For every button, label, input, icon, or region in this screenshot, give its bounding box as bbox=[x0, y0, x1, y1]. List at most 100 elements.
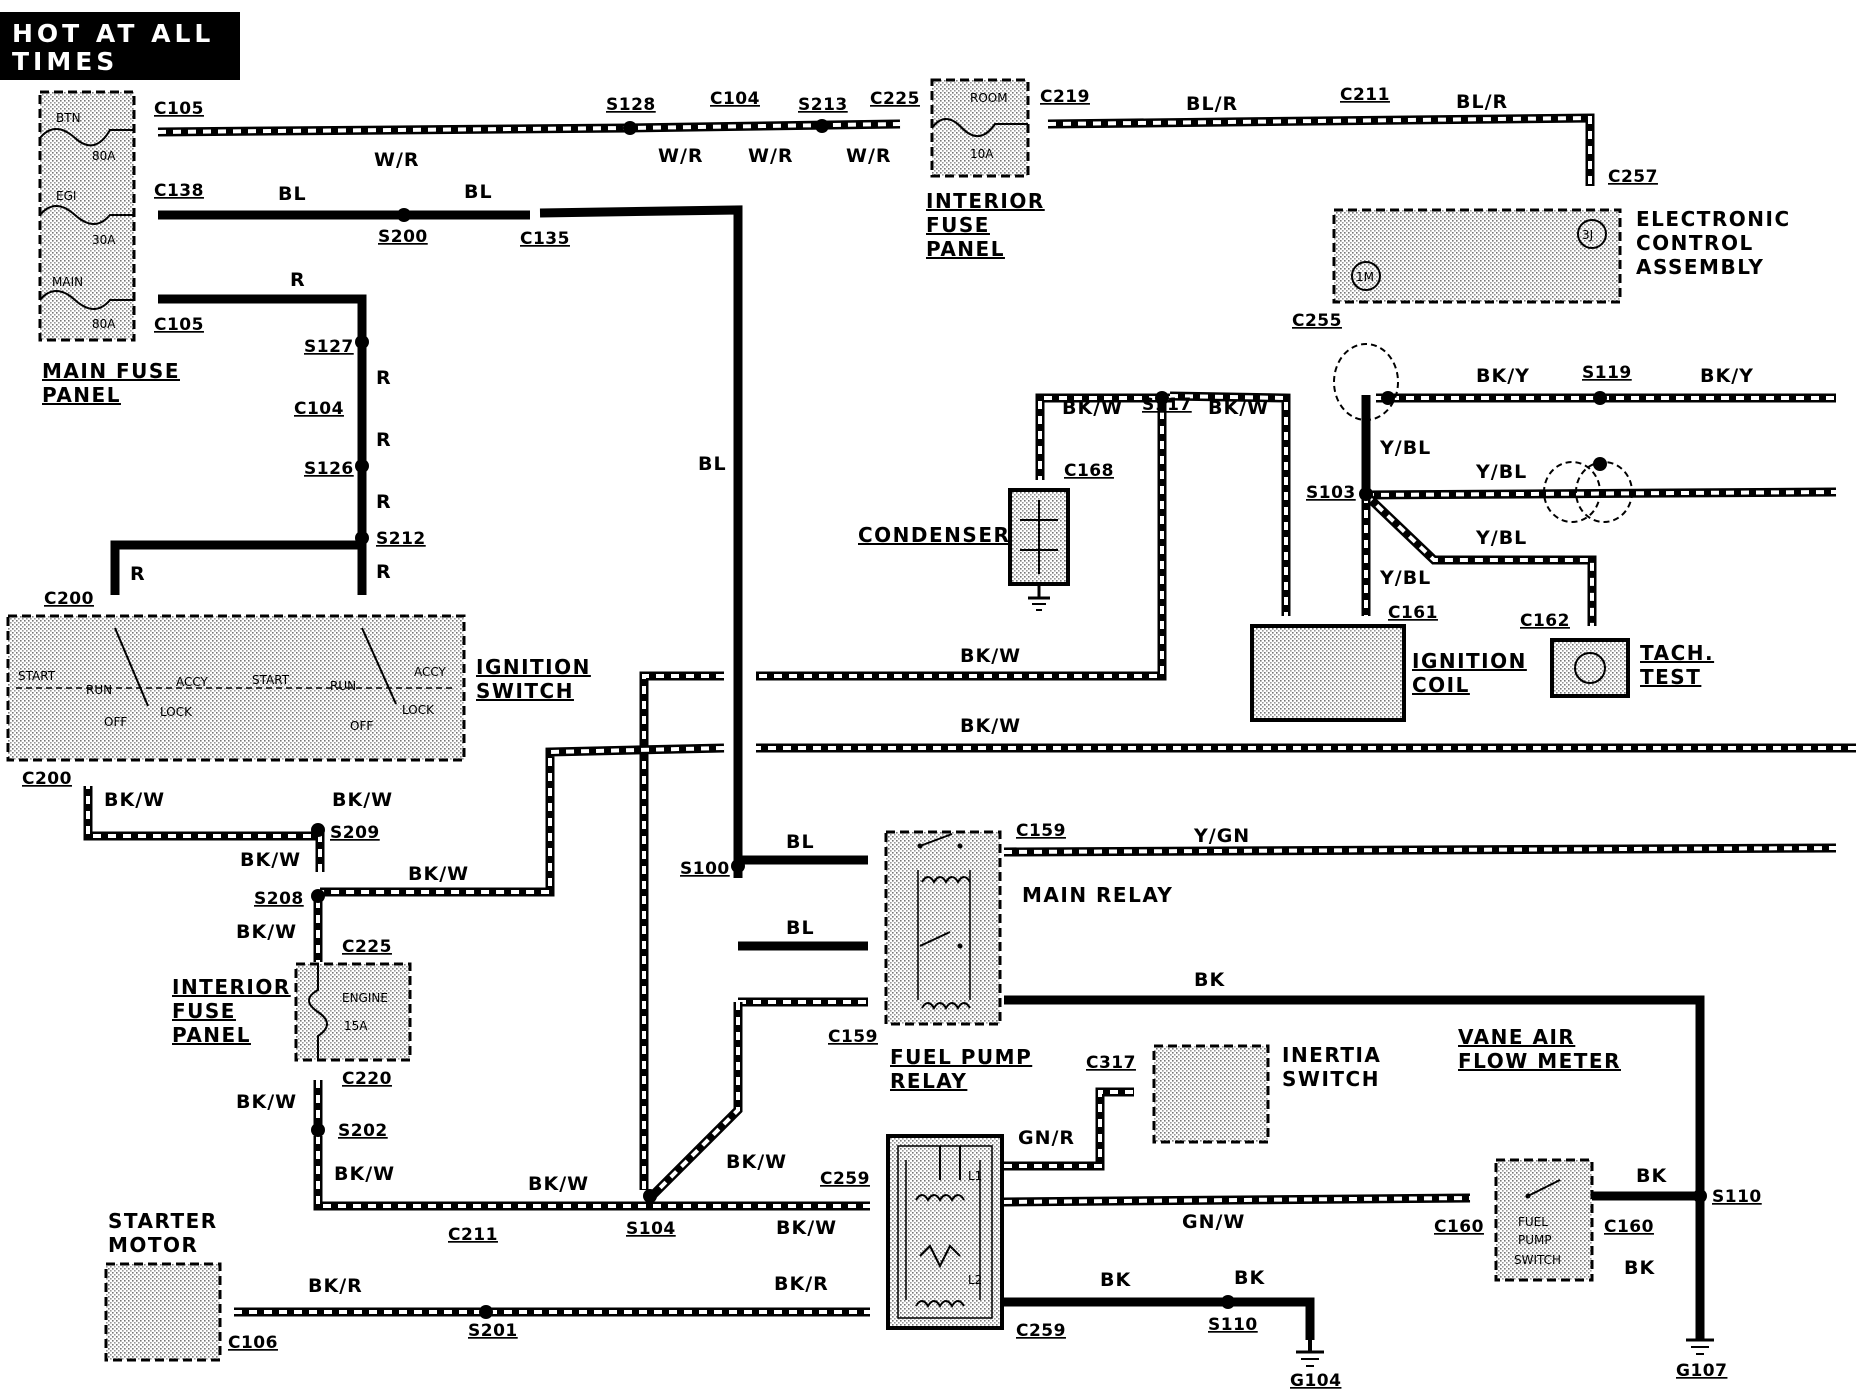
interior-fuse-top-label-3: PANEL bbox=[926, 237, 1005, 261]
inertia-switch-label-2: SWITCH bbox=[1282, 1067, 1380, 1091]
wire-r5: R bbox=[130, 563, 146, 585]
interior-fuse-top-label-1: INTERIOR bbox=[926, 189, 1045, 213]
wire-ybl2: Y/BL bbox=[1475, 461, 1527, 483]
ign-lock-2: LOCK bbox=[402, 703, 435, 717]
conn-g104: G104 bbox=[1290, 1371, 1341, 1391]
interior-fuse-bottom-label-3: PANEL bbox=[172, 1023, 251, 1047]
title-line-1: HOT AT ALL bbox=[12, 19, 214, 48]
fuse-btn-rating: 80A bbox=[92, 149, 116, 163]
wire-bk5: BK bbox=[1234, 1267, 1265, 1289]
connector-labels: C105 C138 C105 S128 C104 S213 C225 C219 … bbox=[22, 85, 1761, 1391]
conn-s126: S126 bbox=[304, 459, 354, 479]
splice-dot-10 bbox=[1593, 457, 1607, 471]
wire-bkw9: BK/W bbox=[236, 921, 297, 943]
interior-fuse-panel-top: ROOM 10A INTERIOR FUSE PANEL bbox=[926, 78, 1045, 261]
conn-s104: S104 bbox=[626, 1219, 676, 1239]
splice-dot-6 bbox=[1155, 391, 1169, 405]
ign-start-2: START bbox=[252, 673, 290, 687]
splice-dot-1 bbox=[815, 119, 829, 133]
conn-s100: S100 bbox=[680, 859, 730, 879]
fuse-main-label: MAIN bbox=[52, 275, 83, 289]
starter-motor-label-1: STARTER bbox=[108, 1209, 218, 1233]
conn-c104b: C104 bbox=[294, 399, 344, 419]
conn-c159b: C159 bbox=[828, 1027, 878, 1047]
main-relay: MAIN RELAY FUEL PUMP RELAY bbox=[884, 830, 1172, 1093]
wire-r2: R bbox=[376, 367, 392, 389]
striped-wire-overlay-19 bbox=[1004, 1090, 1134, 1168]
conn-c257: C257 bbox=[1608, 167, 1658, 187]
eca-label-3: ASSEMBLY bbox=[1636, 255, 1764, 279]
fuel-pump-switch-label-2: PUMP bbox=[1518, 1233, 1552, 1247]
conn-c104a: C104 bbox=[710, 89, 760, 109]
ignition-switch-label-1: IGNITION bbox=[476, 655, 591, 679]
fuel-pump-switch-label-3: SWITCH bbox=[1514, 1253, 1561, 1267]
fuel-pump-relay-label-2: RELAY bbox=[890, 1069, 967, 1093]
striped-wire-overlay-8 bbox=[86, 786, 322, 872]
ign-start-1: START bbox=[18, 669, 56, 683]
fuse-engine-label: ENGINE bbox=[342, 991, 388, 1005]
fuse-egi-rating: 30A bbox=[92, 233, 116, 247]
ign-run-1: RUN bbox=[86, 683, 112, 697]
wire-bky1: BK/Y bbox=[1476, 365, 1530, 387]
striped-wire-overlay-20 bbox=[1003, 1196, 1471, 1204]
wire-bky2: BK/Y bbox=[1700, 365, 1754, 387]
conn-c162: C162 bbox=[1520, 611, 1570, 631]
splice-dot-5 bbox=[355, 531, 369, 545]
interior-fuse-bottom-label-2: FUSE bbox=[172, 999, 236, 1023]
striped-wire-1 bbox=[1047, 113, 1595, 186]
interior-fuse-panel-bottom: ENGINE 15A INTERIOR FUSE PANEL bbox=[172, 962, 412, 1062]
wire-ybl1: Y/BL bbox=[1379, 437, 1431, 459]
interior-fuse-top-label-2: FUSE bbox=[926, 213, 990, 237]
conn-c160a: C160 bbox=[1434, 1217, 1484, 1237]
conn-c105b: C105 bbox=[154, 315, 204, 335]
splice-dot-12 bbox=[311, 889, 325, 903]
conn-c219: C219 bbox=[1040, 87, 1090, 107]
wire-blr1: BL/R bbox=[1186, 93, 1238, 115]
wire-bkw11: BK/W bbox=[334, 1163, 395, 1185]
wire-wr1: W/R bbox=[374, 149, 420, 171]
conn-s200: S200 bbox=[378, 227, 428, 247]
main-fuse-panel-label-2: PANEL bbox=[42, 383, 121, 407]
ignition-switch-label-2: SWITCH bbox=[476, 679, 574, 703]
wire-bl1: BL bbox=[278, 183, 307, 205]
conn-s103: S103 bbox=[1306, 483, 1356, 503]
vane-air-flow-meter-label-2: FLOW METER bbox=[1458, 1049, 1621, 1073]
relay-coil-l1: L1 bbox=[968, 1169, 982, 1183]
striped-wire-7 bbox=[320, 743, 725, 897]
conn-c200a: C200 bbox=[44, 589, 94, 609]
wire-bk2: BK bbox=[1636, 1165, 1667, 1187]
ign-lock-1: LOCK bbox=[160, 705, 193, 719]
conn-c255: C255 bbox=[1292, 311, 1342, 331]
inertia-switch-label-1: INERTIA bbox=[1282, 1043, 1381, 1067]
ignition-coil-label-2: COIL bbox=[1412, 673, 1470, 697]
striped-wire-overlay-3 bbox=[1169, 394, 1288, 616]
eca-pin-1m: 1M bbox=[1356, 270, 1374, 284]
starter-motor-label-2: MOTOR bbox=[108, 1233, 198, 1257]
eca-label-1: ELECTRONIC bbox=[1636, 207, 1791, 231]
wire-bl5: BL bbox=[786, 917, 815, 939]
condenser: CONDENSER bbox=[858, 488, 1070, 611]
main-fuse-panel-label-1: MAIN FUSE bbox=[42, 359, 180, 383]
conn-c220: C220 bbox=[342, 1069, 392, 1089]
striped-wire-10 bbox=[1365, 487, 1837, 500]
ignition-coil: IGNITION COIL bbox=[1250, 624, 1525, 722]
striped-wire-3 bbox=[1169, 391, 1291, 616]
tach-test: TACH. TEST bbox=[1550, 638, 1713, 698]
vane-air-flow-meter: VANE AIR FLOW METER FUEL PUMP SWITCH bbox=[1458, 1025, 1621, 1282]
fuel-pump-relay-lower: L1 L2 bbox=[886, 1134, 1004, 1330]
conn-c225a: C225 bbox=[870, 89, 920, 109]
wire-bkw7: BK/W bbox=[240, 849, 301, 871]
fuel-pump-relay-label-1: FUEL PUMP bbox=[890, 1045, 1032, 1069]
wire-bkw3: BK/W bbox=[960, 645, 1021, 667]
fuse-room-label: ROOM bbox=[970, 91, 1008, 105]
inertia-switch: INERTIA SWITCH bbox=[1152, 1043, 1381, 1144]
ign-off-1: OFF bbox=[104, 715, 127, 729]
striped-wire-overlay-1 bbox=[1047, 115, 1592, 186]
conn-c259b: C259 bbox=[1016, 1321, 1066, 1341]
wire-bkw6: BK/W bbox=[332, 789, 393, 811]
splice-dot-0 bbox=[623, 121, 637, 135]
conn-s212: S212 bbox=[376, 529, 426, 549]
wire-bkw1: BK/W bbox=[1062, 397, 1123, 419]
conn-s208: S208 bbox=[254, 889, 304, 909]
